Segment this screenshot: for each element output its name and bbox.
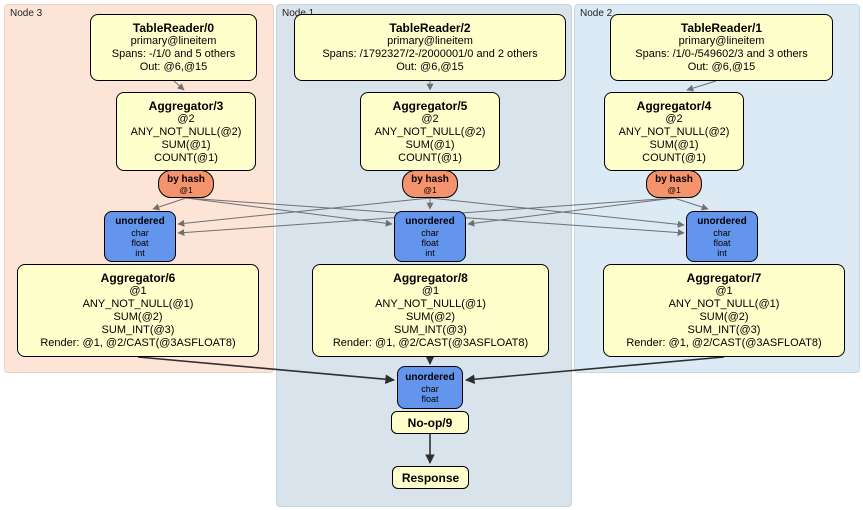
- node-row: primary@lineitem: [130, 35, 217, 47]
- hash-router-node1: by hash @1: [402, 170, 458, 198]
- node-row: SUM(@2): [113, 311, 163, 323]
- node-row: @1: [421, 285, 440, 297]
- node-row: Spans: -/1/0 and 5 others: [111, 48, 236, 60]
- node-title: TableReader/1: [680, 21, 763, 35]
- node-row: @2: [177, 112, 195, 125]
- hash-router-node3: by hash @1: [158, 170, 214, 198]
- node-row: COUNT(@1): [398, 151, 462, 164]
- node-row: float: [131, 237, 149, 248]
- node-row: ANY_NOT_NULL(@1): [668, 298, 780, 310]
- node-title: unordered: [115, 215, 165, 227]
- node-row: float: [421, 393, 439, 404]
- node-title: Aggregator/3: [148, 98, 224, 113]
- node-row: char: [131, 227, 149, 238]
- aggregator-7-node: Aggregator/7 @1 ANY_NOT_NULL(@1) SUM(@2)…: [603, 264, 845, 357]
- aggregator-3-node: Aggregator/3 @2 ANY_NOT_NULL(@2) SUM(@1)…: [116, 92, 256, 171]
- node-row: Out: @6,@15: [139, 61, 208, 73]
- node-row: float: [713, 237, 731, 248]
- node-row: char: [421, 383, 439, 394]
- unordered-sync-node2: unordered char float int: [686, 211, 758, 262]
- node-row: @1: [179, 184, 193, 195]
- hash-router-node2: by hash @1: [646, 170, 702, 198]
- node2-region-label: Node 2: [580, 8, 613, 19]
- node-row: @2: [665, 112, 683, 125]
- node1-region-label: Node 1: [282, 8, 315, 19]
- node-title: Aggregator/8: [393, 271, 468, 285]
- tablereader-0-node: TableReader/0 primary@lineitem Spans: -/…: [90, 14, 257, 81]
- node-row: ANY_NOT_NULL(@2): [374, 125, 486, 138]
- node-row: ANY_NOT_NULL(@1): [82, 298, 194, 310]
- node-title: unordered: [697, 215, 747, 227]
- node-title: TableReader/2: [389, 21, 471, 35]
- node-row: @2: [421, 112, 439, 125]
- node-title: Aggregator/4: [636, 98, 712, 113]
- tablereader-2-node: TableReader/2 primary@lineitem Spans: /1…: [294, 14, 566, 81]
- node-row: SUM(@1): [649, 138, 699, 151]
- aggregator-5-node: Aggregator/5 @2 ANY_NOT_NULL(@2) SUM(@1)…: [360, 92, 500, 171]
- node-title: by hash: [411, 173, 449, 185]
- aggregator-4-node: Aggregator/4 @2 ANY_NOT_NULL(@2) SUM(@1)…: [604, 92, 744, 171]
- node-row: @1: [129, 285, 147, 297]
- node-row: COUNT(@1): [154, 151, 218, 164]
- node-row: int: [135, 247, 145, 258]
- node-title: unordered: [405, 215, 455, 227]
- tablereader-1-node: TableReader/1 primary@lineitem Spans: /1…: [610, 14, 833, 81]
- node-row: primary@lineitem: [678, 35, 765, 47]
- node-row: @1: [423, 184, 437, 195]
- node-row: ANY_NOT_NULL(@2): [618, 125, 730, 138]
- node-row: SUM(@2): [405, 311, 456, 323]
- node-row: Out: @6,@15: [396, 61, 464, 73]
- node-row: SUM(@1): [161, 138, 211, 151]
- node-row: ANY_NOT_NULL(@1): [375, 298, 486, 310]
- unordered-sync-node1: unordered char float int: [394, 211, 466, 262]
- node-row: SUM(@1): [405, 138, 455, 151]
- node-row: int: [717, 247, 727, 258]
- aggregator-8-node: Aggregator/8 @1 ANY_NOT_NULL(@1) SUM(@2)…: [312, 264, 549, 357]
- node-row: SUM_INT(@3): [394, 324, 467, 336]
- noop-node: No-op/9: [391, 411, 469, 434]
- node-row: char: [713, 227, 731, 238]
- node-title: unordered: [405, 371, 455, 383]
- node-row: char: [421, 227, 439, 238]
- aggregator-6-node: Aggregator/6 @1 ANY_NOT_NULL(@1) SUM(@2)…: [17, 264, 259, 357]
- node-row: Render: @1, @2/CAST(@3ASFLOAT8): [626, 337, 822, 349]
- node-title: by hash: [167, 173, 205, 185]
- unordered-sync-final: unordered char float: [397, 366, 463, 409]
- node-row: int: [425, 247, 435, 258]
- node-title: Aggregator/6: [100, 271, 176, 285]
- node-row: @1: [715, 285, 733, 297]
- node-row: @1: [667, 184, 681, 195]
- node-title: by hash: [655, 173, 693, 185]
- node-title: TableReader/0: [132, 21, 215, 35]
- node-row: primary@lineitem: [387, 35, 473, 47]
- node-title: Response: [401, 470, 460, 485]
- node-row: Out: @6,@15: [687, 61, 756, 73]
- node-row: Render: @1, @2/CAST(@3ASFLOAT8): [40, 337, 236, 349]
- node-row: COUNT(@1): [642, 151, 706, 164]
- node-row: SUM_INT(@3): [687, 324, 761, 336]
- node3-region-label: Node 3: [10, 8, 43, 19]
- node-row: Spans: /1/0-/549602/3 and 3 others: [635, 48, 808, 60]
- unordered-sync-node3: unordered char float int: [104, 211, 176, 262]
- node-title: Aggregator/7: [686, 271, 762, 285]
- node-row: ANY_NOT_NULL(@2): [130, 125, 242, 138]
- node-row: SUM(@2): [699, 311, 749, 323]
- node-row: Render: @1, @2/CAST(@3ASFLOAT8): [332, 337, 529, 349]
- response-node: Response: [392, 466, 469, 489]
- node-title: No-op/9: [407, 415, 453, 430]
- node-row: SUM_INT(@3): [101, 324, 175, 336]
- node-title: Aggregator/5: [392, 98, 468, 113]
- node-row: float: [421, 237, 439, 248]
- node-row: Spans: /1792327/2-/2000001/0 and 2 other…: [322, 48, 538, 60]
